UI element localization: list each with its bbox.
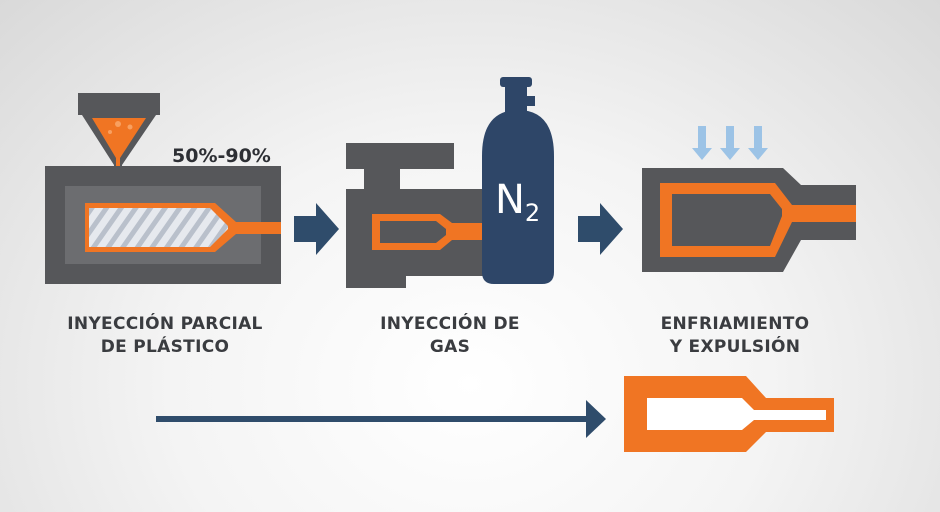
cooling-void xyxy=(672,194,782,246)
gas-mold-stem xyxy=(364,169,400,189)
step-3-label-line2: Y EXPULSIÓN xyxy=(669,337,801,357)
valve-cap xyxy=(500,77,532,87)
gas-subscript: 2 xyxy=(524,199,541,227)
fill-range-text: 50%-90% xyxy=(172,145,271,167)
step-3-mold-illustration xyxy=(642,126,856,272)
process-arrow-1 xyxy=(294,203,339,255)
long-arrow-shaft xyxy=(156,416,586,422)
step-2-label: INYECCIÓN DE GAS xyxy=(355,313,545,359)
valve-handle xyxy=(519,96,535,106)
step-3-label: ENFRIAMIENTO Y EXPULSIÓN xyxy=(640,313,830,359)
plastic-pellet xyxy=(108,130,112,134)
gas-symbol: N xyxy=(495,177,525,223)
gas-mold-bottom xyxy=(346,276,406,288)
gas-cylinder xyxy=(482,110,554,284)
step-2-label-line1: INYECCIÓN DE xyxy=(380,314,520,334)
plastic-pellet xyxy=(127,124,133,130)
plastic-screw xyxy=(89,208,228,247)
cooling-arrow-icon xyxy=(692,126,712,160)
plastic-pellet xyxy=(115,121,121,127)
cooling-arrow-icon xyxy=(720,126,740,160)
hopper-plastic xyxy=(92,118,146,208)
gas-void xyxy=(380,221,446,243)
ejected-part-void xyxy=(647,398,826,430)
ejected-part xyxy=(624,376,834,452)
step-1-label-line1: INYECCIÓN PARCIAL xyxy=(67,314,263,334)
process-arrow-2 xyxy=(578,203,623,255)
step-1-label-line2: DE PLÁSTICO xyxy=(100,337,230,357)
long-arrow-head xyxy=(586,400,606,438)
step-3-label-line1: ENFRIAMIENTO xyxy=(660,314,810,334)
hopper-top xyxy=(78,93,160,115)
step-2-label-line2: GAS xyxy=(429,337,471,357)
step-2-mold-illustration xyxy=(346,77,554,288)
n2-label: N2 xyxy=(495,180,540,225)
step-1-mold-illustration xyxy=(45,93,281,284)
step-1-label: INYECCIÓN PARCIAL DE PLÁSTICO xyxy=(63,313,267,359)
gas-mold-top xyxy=(346,143,454,169)
cooling-arrow-icon xyxy=(748,126,768,160)
